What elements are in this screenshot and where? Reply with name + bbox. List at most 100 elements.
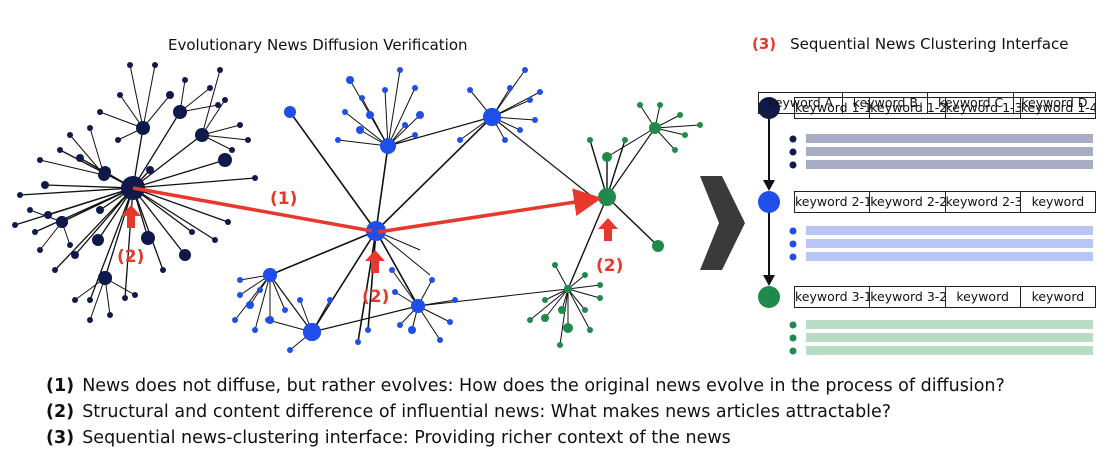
- network-node: [502, 137, 508, 143]
- network-edge: [567, 288, 601, 299]
- network-edge: [491, 91, 541, 118]
- evolution-arrow-1: [132, 186, 373, 233]
- network-edge: [357, 230, 377, 343]
- network-node: [597, 295, 603, 301]
- interface-title-text: Sequential News Clustering Interface: [790, 35, 1069, 53]
- network-node: [412, 132, 418, 138]
- bar-bullet: [789, 240, 797, 248]
- network-node: [97, 109, 103, 115]
- network-node: [52, 267, 58, 273]
- network-edge: [104, 187, 134, 279]
- network-node: [57, 147, 63, 153]
- network-nodes: [12, 62, 703, 353]
- network-edge: [44, 184, 134, 189]
- network-edge: [234, 274, 271, 321]
- network-node: [217, 67, 223, 73]
- network-node: [657, 102, 663, 108]
- network-edge: [132, 187, 229, 223]
- evolution-arrows: [132, 186, 602, 234]
- network-node: [598, 188, 616, 206]
- keyword-header-cell: keyword C: [928, 93, 1014, 113]
- network-node: [67, 132, 73, 138]
- network-edge: [311, 230, 377, 333]
- caption-list: (1)News does not diffuse, but rather evo…: [46, 373, 1005, 451]
- keyword-header-cell: keyword A: [759, 93, 844, 113]
- network-edge: [132, 111, 181, 189]
- caption-text: Sequential news-clustering interface: Pr…: [82, 428, 731, 448]
- cluster-keyword-cell: keyword: [1031, 194, 1085, 209]
- network-node: [98, 169, 110, 181]
- bar-bullet: [789, 135, 797, 143]
- network-node: [263, 268, 277, 282]
- network-node: [87, 125, 93, 131]
- network-node: [411, 299, 425, 313]
- network-edge: [387, 69, 401, 147]
- network-node: [517, 127, 523, 133]
- network-node: [37, 157, 43, 163]
- keyword-header-table: keyword A keyword B keyword C keyword D: [758, 92, 1096, 114]
- network-edge: [269, 230, 377, 276]
- network-edge: [375, 230, 419, 307]
- network-node: [195, 128, 209, 142]
- network-node: [382, 87, 388, 93]
- cluster-keyword-cell: keyword 1-4: [1020, 100, 1095, 115]
- bar-bullet: [789, 334, 797, 342]
- evolution-arrow-2: [377, 188, 602, 234]
- network-edge: [132, 187, 193, 233]
- network-node: [564, 285, 572, 293]
- network-node: [587, 137, 593, 143]
- influence-arrow-icon: [121, 205, 141, 228]
- network-node: [452, 297, 458, 303]
- network-node: [397, 322, 403, 328]
- network-node: [87, 297, 93, 303]
- caption-1: (1)News does not diffuse, but rather evo…: [46, 373, 1005, 399]
- network-node: [622, 137, 628, 143]
- network-edge: [201, 69, 221, 136]
- network-node: [597, 282, 603, 288]
- network-edge: [69, 134, 105, 176]
- network-node: [677, 112, 683, 118]
- network-node: [366, 221, 386, 241]
- network-node: [41, 181, 49, 189]
- network-node: [416, 111, 424, 119]
- network-node: [522, 67, 528, 73]
- network-node: [215, 102, 221, 108]
- network-edge: [254, 274, 271, 331]
- network-edge: [132, 134, 203, 189]
- network-node: [563, 323, 573, 333]
- network-edge: [132, 187, 216, 241]
- timeline-node-2: [758, 191, 780, 213]
- influence-label-a: (2): [117, 247, 144, 267]
- network-edge: [311, 305, 419, 333]
- cluster-keyword-cell: keyword 1-3: [946, 98, 1021, 118]
- caption-text: News does not diffuse, but rather evolve…: [82, 376, 1005, 396]
- network-node: [127, 62, 133, 68]
- network-node: [397, 67, 403, 73]
- network-node: [284, 106, 296, 118]
- network-node: [412, 85, 418, 91]
- network-node: [212, 237, 218, 243]
- network-edges: [14, 64, 701, 351]
- network-edge: [59, 149, 134, 189]
- cluster-bars: [789, 134, 1093, 355]
- cluster-keyword-cell: keyword 3-1: [795, 287, 871, 307]
- network-edge: [132, 187, 164, 271]
- network-node: [71, 251, 79, 259]
- network-node: [237, 122, 243, 128]
- network-node: [141, 231, 155, 245]
- network-node: [237, 292, 243, 298]
- caption-number: (2): [46, 402, 75, 422]
- network-node: [447, 319, 453, 325]
- cluster-3-keywords: keyword 3-1 keyword 3-2 keyword keyword: [794, 286, 1096, 308]
- influence-label-b: (2): [362, 287, 389, 307]
- network-edge: [99, 111, 144, 129]
- network-node: [257, 287, 263, 293]
- network-node: [246, 301, 254, 309]
- cluster-bar: [806, 252, 1093, 261]
- network-node: [12, 222, 18, 228]
- network-node: [366, 111, 374, 119]
- network-node: [166, 91, 174, 99]
- caption-2: (2)Structural and content difference of …: [46, 399, 1005, 425]
- network-edge: [142, 94, 171, 129]
- cluster-keyword-cell: keyword: [946, 287, 1021, 307]
